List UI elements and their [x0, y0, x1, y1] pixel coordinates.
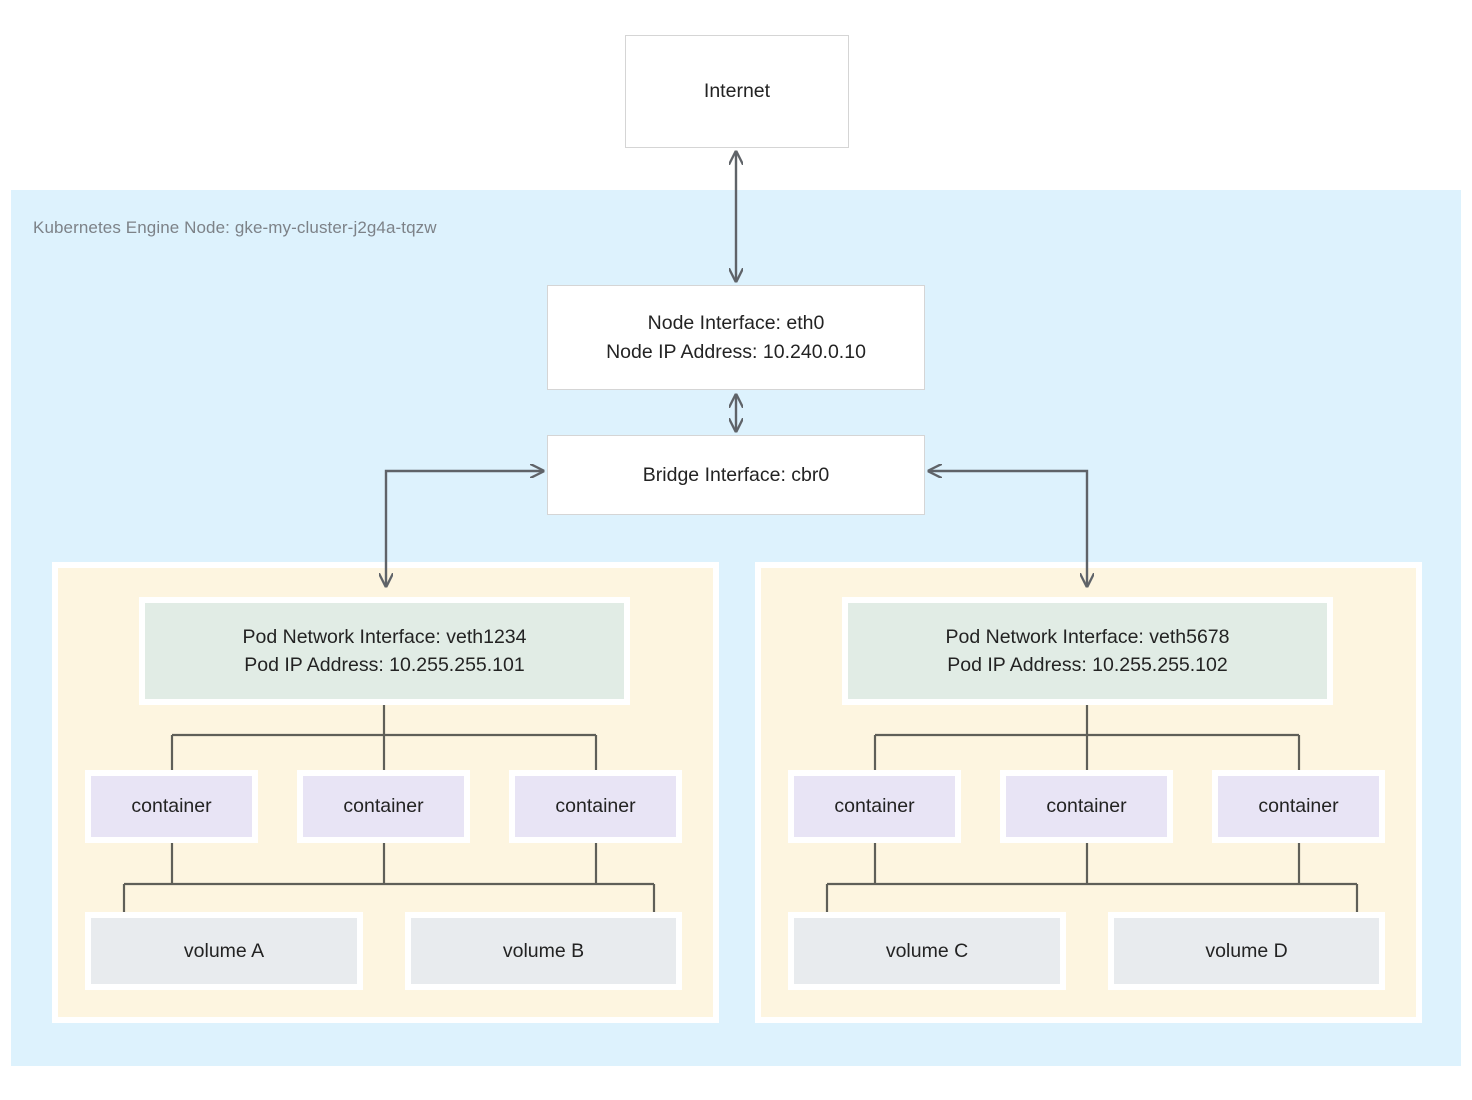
volume-label: volume C [885, 939, 969, 962]
pod-2-network-interface-box: Pod Network Interface: veth5678 Pod IP A… [842, 597, 1333, 705]
pod-2-container-1: container [788, 770, 961, 843]
pod-2-volume-c: volume C [788, 912, 1066, 990]
pod-2-container-3: container [1212, 770, 1385, 843]
pod-1-container-3: container [509, 770, 682, 843]
container-label: container [1258, 795, 1339, 817]
bridge-interface-label: Bridge Interface: cbr0 [642, 463, 830, 486]
container-label: container [131, 795, 212, 817]
internet-box: Internet [625, 35, 849, 148]
volume-label: volume A [183, 939, 265, 962]
kubernetes-node-label: Kubernetes Engine Node: gke-my-cluster-j… [33, 218, 437, 237]
pod-1-container-2: container [297, 770, 470, 843]
pod-2-container-2: container [1000, 770, 1173, 843]
pod-1-volume-b: volume B [405, 912, 682, 990]
volume-label: volume B [502, 939, 585, 962]
pod-1-network-interface-box: Pod Network Interface: veth1234 Pod IP A… [139, 597, 630, 705]
pod-1-volume-a: volume A [85, 912, 363, 990]
node-interface-box: Node Interface: eth0 Node IP Address: 10… [547, 285, 925, 390]
node-interface-label: Node Interface: eth0 Node IP Address: 10… [606, 312, 866, 363]
container-label: container [1046, 795, 1127, 817]
internet-label: Internet [703, 80, 771, 103]
pod-1-container-1: container [85, 770, 258, 843]
container-label: container [343, 795, 424, 817]
pod-1-network-interface-label: Pod Network Interface: veth1234 Pod IP A… [242, 625, 527, 676]
volume-label: volume D [1205, 939, 1288, 962]
pod-2-volume-d: volume D [1108, 912, 1385, 990]
container-label: container [834, 795, 915, 817]
bridge-interface-box: Bridge Interface: cbr0 [547, 435, 925, 515]
pod-2-network-interface-label: Pod Network Interface: veth5678 Pod IP A… [945, 625, 1230, 676]
container-label: container [555, 795, 636, 817]
